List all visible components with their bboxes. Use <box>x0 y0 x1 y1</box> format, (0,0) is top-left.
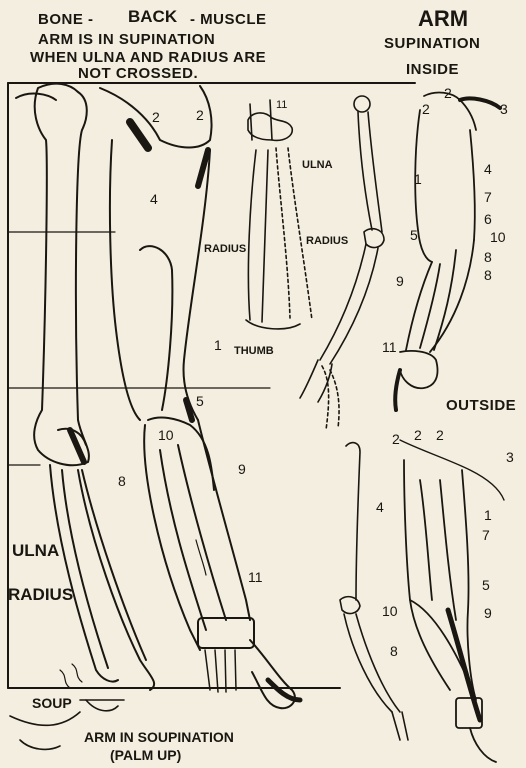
title-sub: SUPINATION <box>384 35 481 52</box>
outside-muscle-num: 10 <box>382 603 398 619</box>
inside-view-arm <box>393 91 502 412</box>
inside-muscle-num: 1 <box>414 171 422 187</box>
title-main: ARM <box>418 6 469 31</box>
small-radius-left-label: RADIUS <box>204 243 247 255</box>
radius-label: RADIUS <box>8 585 74 604</box>
caption-line1: ARM IN SOUPINATION <box>84 729 234 745</box>
soup-label: SOUP <box>32 695 72 711</box>
outside-muscle-num: 2 <box>392 431 400 447</box>
inside-muscle-num: 2 <box>422 101 430 117</box>
soup-bowl-sketch <box>9 663 125 751</box>
outside-muscle-num: 9 <box>484 605 492 621</box>
outside-muscle-num: 3 <box>506 449 514 465</box>
main-muscle-num: 11 <box>248 569 263 585</box>
caption-line2: (PALM UP) <box>110 747 182 763</box>
ulna-label: ULNA <box>12 541 60 560</box>
small-radius-right-label: RADIUS <box>306 235 349 247</box>
view-inside-label: INSIDE <box>406 61 460 78</box>
inside-muscle-num: 4 <box>484 161 492 177</box>
main-muscle-num: 4 <box>150 191 158 207</box>
header-line1-mid: BACK <box>128 7 178 26</box>
inside-muscle-num: 10 <box>490 229 506 245</box>
header-line1-right: - MUSCLE <box>190 11 267 28</box>
header-line4: NOT CROSSED. <box>78 65 199 82</box>
outside-muscle-num: 2 <box>436 427 444 443</box>
header-line2: ARM IS IN SUPINATION <box>38 31 216 48</box>
view-outside-label: OUTSIDE <box>446 397 517 414</box>
main-muscle-num: 2 <box>196 107 204 123</box>
inside-muscle-num: 5 <box>410 227 418 243</box>
main-muscle-arm <box>99 85 303 710</box>
outside-muscle-num: 1 <box>484 507 492 523</box>
inside-muscle-num: 9 <box>396 273 404 289</box>
outside-muscle-num: 4 <box>376 499 384 515</box>
outside-muscle-num: 2 <box>414 427 422 443</box>
inside-muscle-num: 2 <box>444 85 452 101</box>
outside-wrist-band <box>455 697 483 729</box>
inside-muscle-num: 6 <box>484 211 492 227</box>
main-wrist-band <box>197 617 255 649</box>
small-bone-num: 11 <box>276 99 288 111</box>
main-muscle-num: 5 <box>196 393 204 409</box>
outside-muscle-num: 5 <box>482 577 490 593</box>
lower-bone-arm <box>339 441 409 741</box>
main-muscle-num: 9 <box>238 461 246 477</box>
thumb-label: THUMB <box>234 345 274 357</box>
inside-muscle-num: 8 <box>484 267 492 283</box>
inside-muscle-num: 11 <box>382 339 397 355</box>
main-muscle-num: 10 <box>158 427 174 443</box>
outside-view-arm <box>399 439 505 763</box>
inside-muscle-num: 3 <box>500 101 508 117</box>
small-ulna-label: ULNA <box>302 159 333 171</box>
header-line1-left: BONE - <box>38 11 94 28</box>
main-muscle-num: 8 <box>118 473 126 489</box>
header-line3: WHEN ULNA AND RADIUS ARE <box>30 49 267 66</box>
outside-muscle-num: 8 <box>390 643 398 659</box>
small-bone-sketch <box>245 99 313 330</box>
inside-muscle-num: 7 <box>484 189 492 205</box>
outside-muscle-num: 7 <box>482 527 490 543</box>
main-muscle-num: 1 <box>214 337 222 353</box>
extended-arm-sketch <box>299 95 385 431</box>
inside-muscle-num: 8 <box>484 249 492 265</box>
main-bone-arm <box>15 82 156 691</box>
main-muscle-num: 2 <box>152 109 160 125</box>
